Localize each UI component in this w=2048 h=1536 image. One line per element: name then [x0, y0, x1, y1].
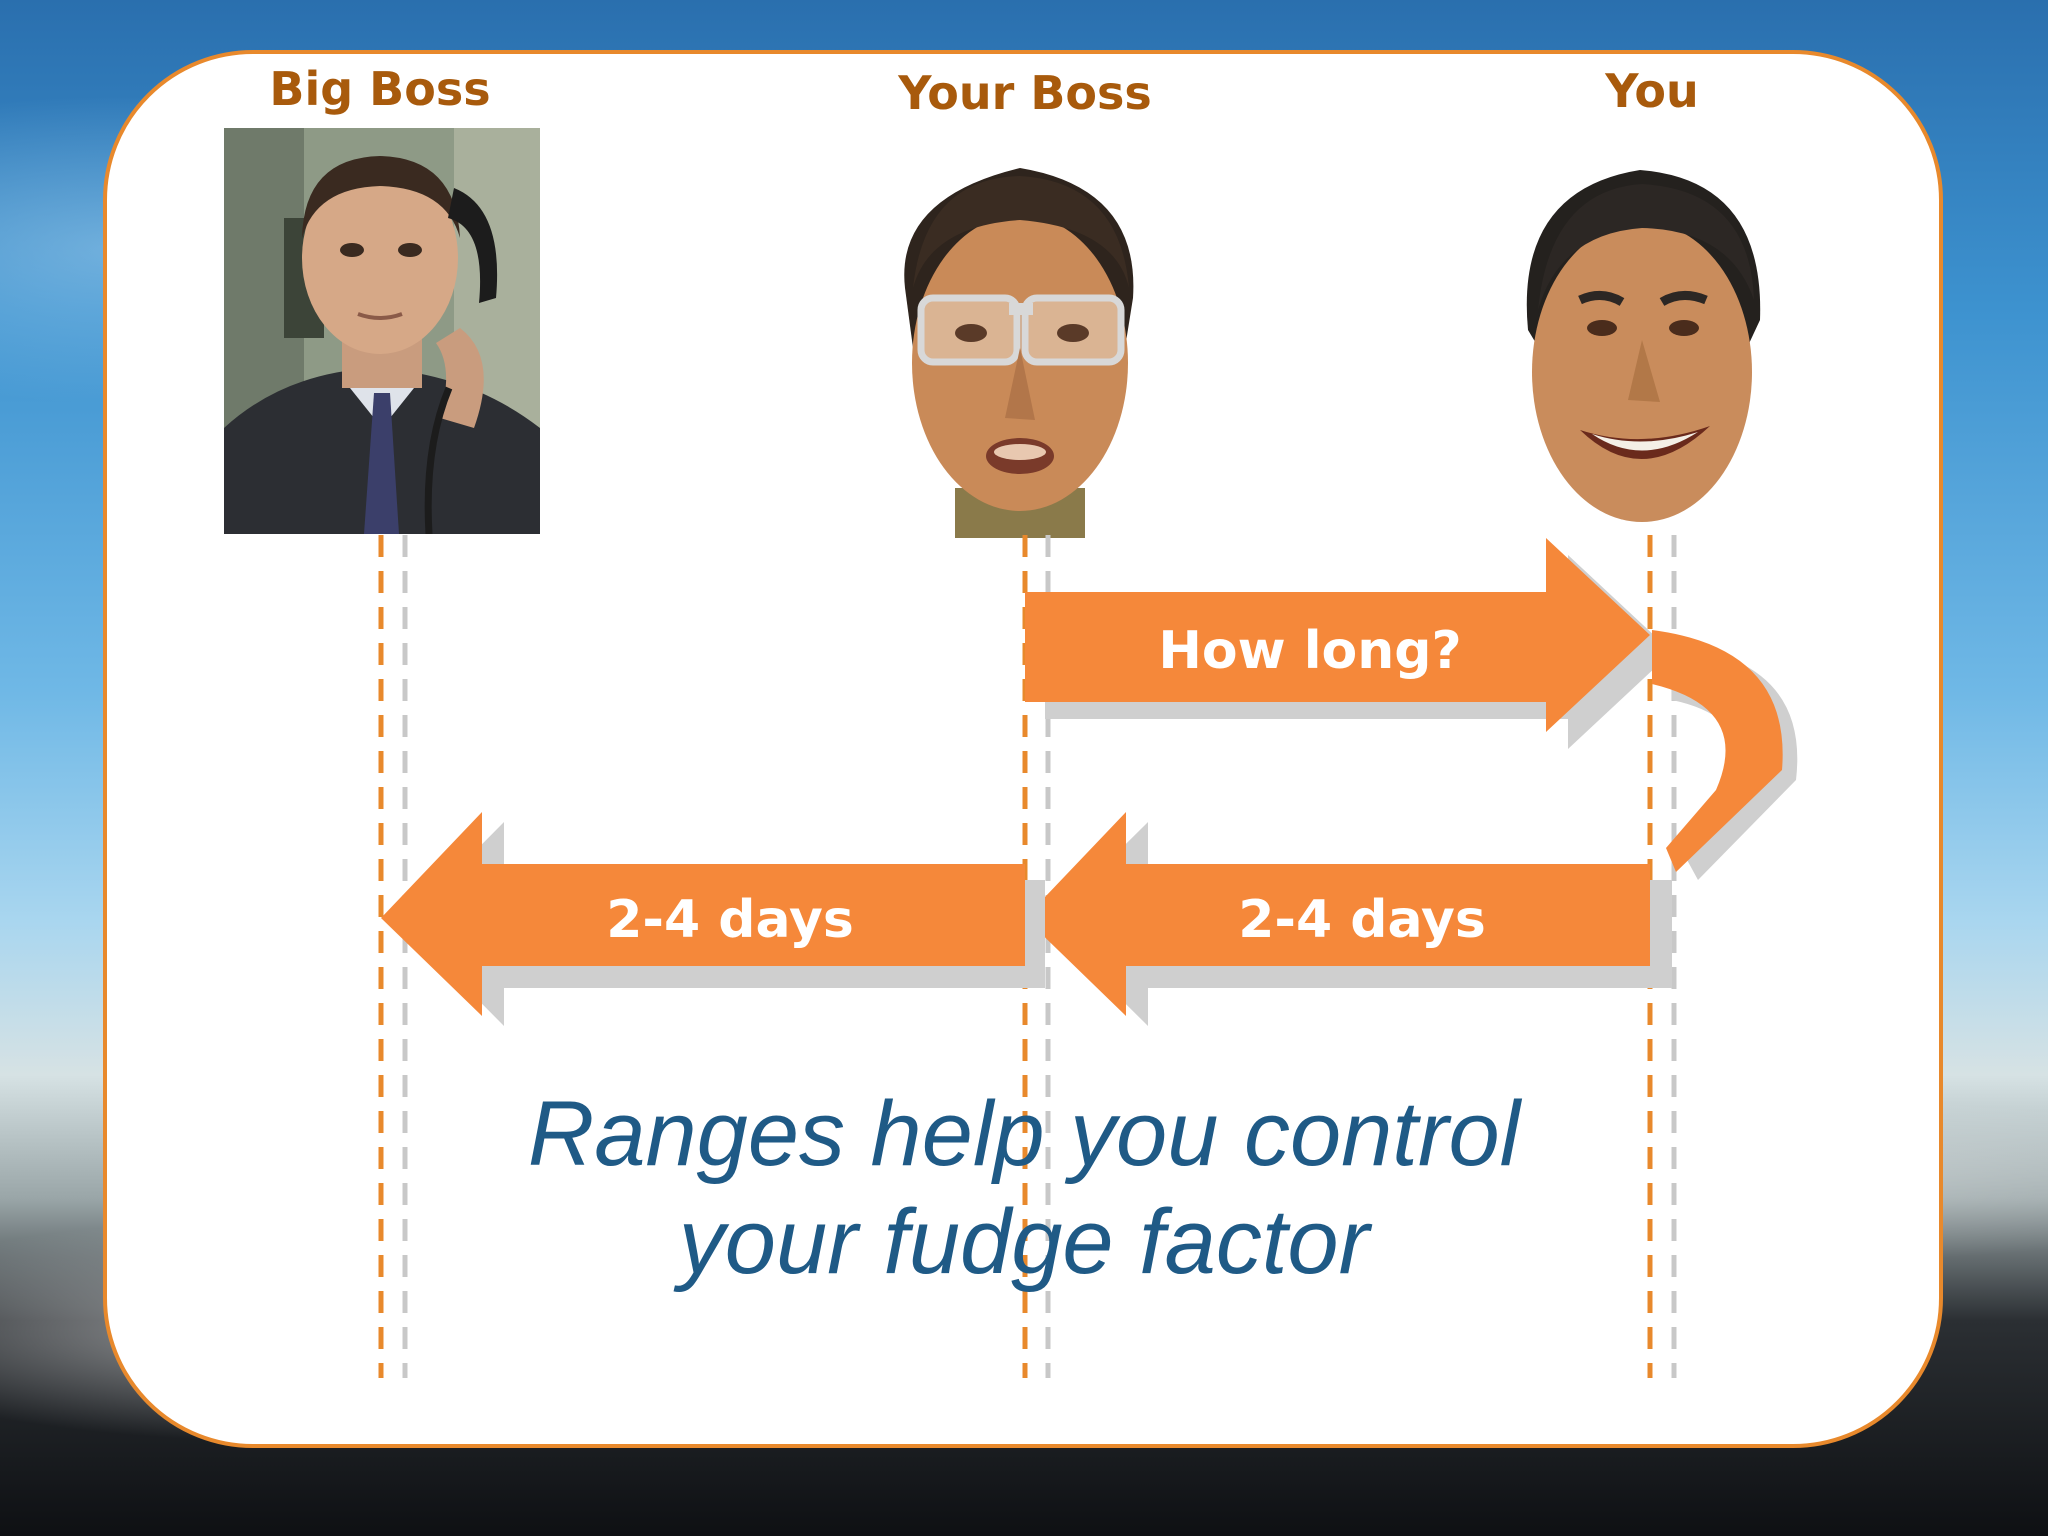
role-label-you: You [1605, 64, 1699, 118]
caption-line-1: Ranges help you control [527, 1083, 1521, 1185]
role-label-your-boss: Your Boss [898, 66, 1152, 120]
estimate-arrow-to-big-boss: 2-4 days [381, 812, 1045, 1026]
estimate-arrow-to-boss: 2-4 days [1025, 812, 1672, 1026]
lifeline-you [1647, 535, 1677, 1378]
big-boss-portrait [224, 128, 540, 534]
caption: Ranges help you control your fudge facto… [254, 1080, 1794, 1296]
you-portrait [1526, 170, 1761, 522]
estimate-to-boss-label: 2-4 days [1238, 890, 1486, 950]
role-label-big-boss: Big Boss [269, 62, 491, 116]
request-arrow-label: How long? [1158, 621, 1461, 681]
request-arrow: How long? [1025, 538, 1672, 749]
your-boss-portrait [904, 168, 1134, 538]
lifeline-your-boss [1022, 535, 1051, 1378]
caption-line-2: your fudge factor [678, 1191, 1370, 1293]
lifeline-big-boss [378, 535, 408, 1378]
estimate-to-big-boss-label: 2-4 days [606, 890, 854, 950]
return-curve-arrow [1652, 630, 1798, 880]
